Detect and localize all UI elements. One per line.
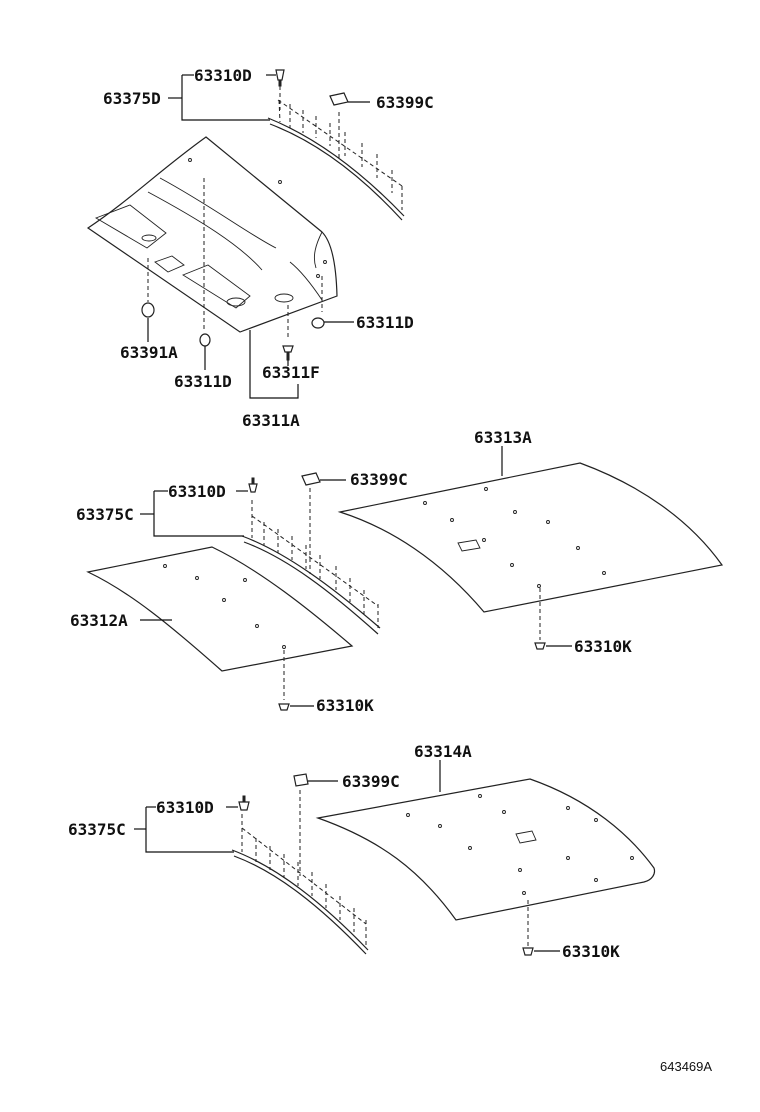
clip-63310k-2a	[278, 650, 290, 711]
label-63375d: 63375D	[103, 89, 161, 108]
label-63310k-3: 63310K	[562, 942, 620, 961]
headliner-63311a-drawing	[86, 136, 338, 333]
clip-63311d-right	[311, 276, 325, 329]
label-63399c-3: 63399C	[342, 772, 400, 791]
label-63310d-1: 63310D	[194, 66, 252, 85]
panel-63312a-drawing	[86, 546, 354, 672]
group-1: 63310D 63375D 63399C 63391A 63311D 63311…	[86, 66, 434, 430]
clip-63310d-2	[248, 477, 258, 493]
clip-63310k-2b	[534, 588, 546, 650]
panel-63313a-drawing	[337, 462, 724, 613]
nut-63399c-1	[329, 92, 349, 106]
clip-63310d-1	[275, 69, 285, 110]
label-63375c-2: 63375C	[76, 505, 134, 524]
screw-63311f	[282, 305, 294, 361]
retainer-strip-3	[231, 790, 369, 955]
label-63399c-1: 63399C	[376, 93, 434, 112]
label-63312a: 63312A	[70, 611, 128, 630]
lamp-cap-63391a	[141, 258, 155, 318]
group-3: 63310D 63375C 63399C 63314A 63310K	[68, 742, 656, 961]
label-63310d-2: 63310D	[168, 482, 226, 501]
nut-63399c-3	[293, 773, 309, 787]
figure-id: 643469A	[660, 1059, 712, 1074]
label-63311d-right: 63311D	[356, 313, 414, 332]
label-63399c-2: 63399C	[350, 470, 408, 489]
clip-63310k-3	[522, 900, 534, 956]
label-63310d-3: 63310D	[156, 798, 214, 817]
clip-63311d-left	[199, 178, 211, 347]
label-63311d-left: 63311D	[174, 372, 232, 391]
clip-63310d-3	[238, 795, 250, 811]
label-63313a: 63313A	[474, 428, 532, 447]
label-63375c-3: 63375C	[68, 820, 126, 839]
nut-63399c-2	[301, 472, 321, 486]
retainer-strip-2	[241, 488, 381, 635]
label-63391a: 63391A	[120, 343, 178, 362]
label-63310k-2b: 63310K	[574, 637, 632, 656]
label-63310k-2a: 63310K	[316, 696, 374, 715]
group-2: 63310D 63375C 63399C 63312A 63310K 63313…	[70, 428, 724, 715]
label-63311a: 63311A	[242, 411, 300, 430]
label-63314a: 63314A	[414, 742, 472, 761]
panel-63314a-drawing	[315, 778, 656, 921]
label-63311f: 63311F	[262, 363, 320, 382]
retainer-strip-1	[267, 99, 405, 221]
